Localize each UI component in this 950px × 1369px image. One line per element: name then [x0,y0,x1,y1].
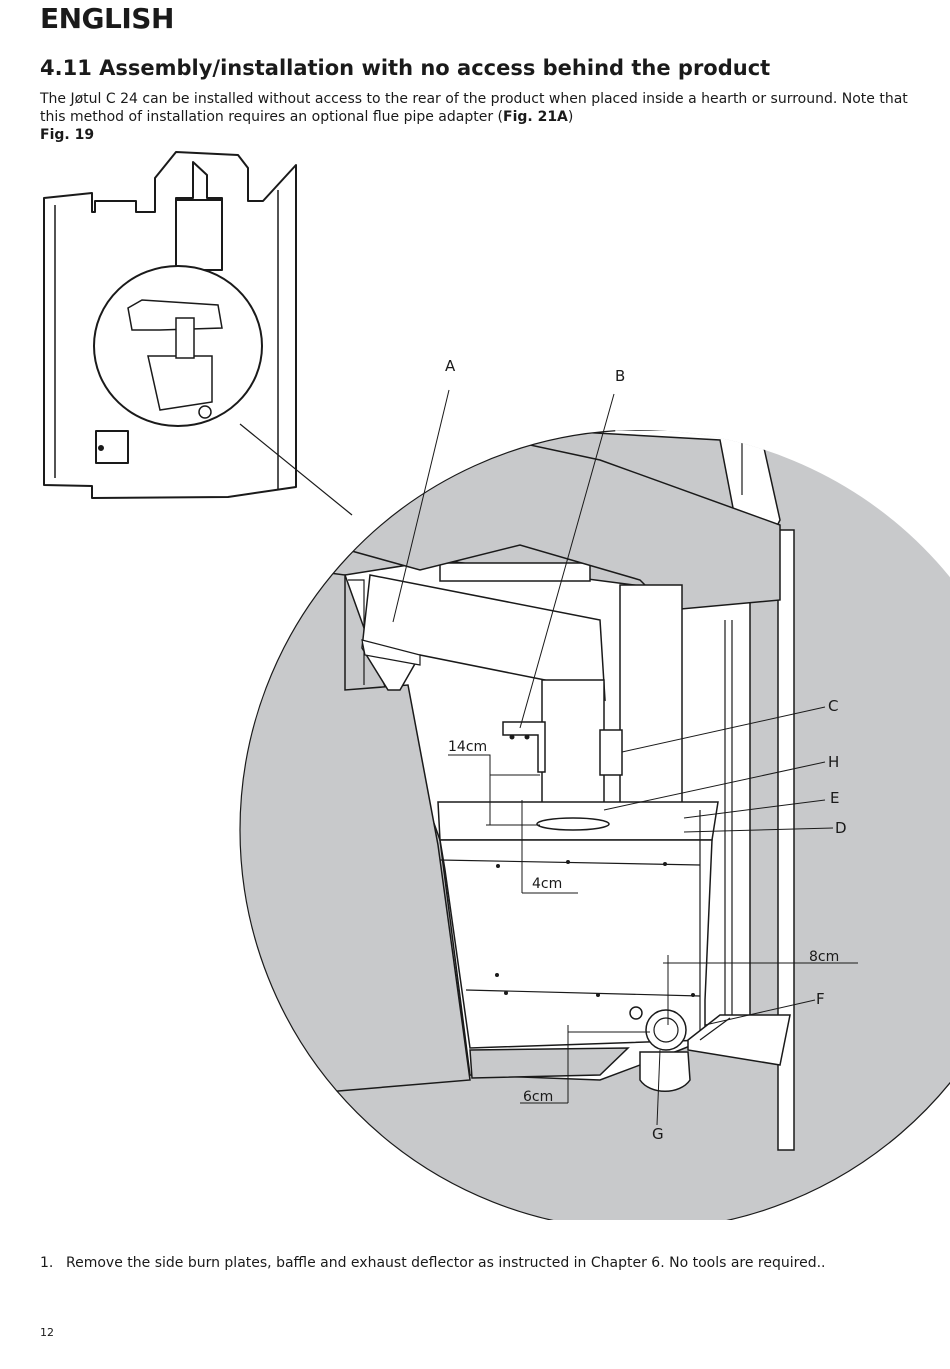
air-inlet-pipe [639,1051,691,1092]
dimension-6cm: 6cm [523,1089,553,1105]
intro-paragraph: The Jøtul C 24 can be installed without … [40,90,915,126]
figure-caption: Fig. 19 [40,127,95,143]
mini-hood [127,299,223,331]
pipe-right [619,584,683,811]
top-plate [439,562,591,582]
label-g: G [652,1125,664,1143]
stove-base [469,1047,630,1079]
mini-outlet [198,405,212,419]
label-a: A [445,357,456,375]
flue-box [175,199,223,271]
step-number: 1. [40,1255,54,1271]
magnifier [93,265,263,427]
mini-stove [147,355,213,411]
detail-view [240,430,950,1220]
wall-box-dot [98,445,104,451]
mini-pipe [175,317,195,359]
dimension-4cm: 4cm [532,876,562,892]
dimension-labels: 14cm 4cm 8cm 6cm [448,739,839,1105]
label-d: D [835,819,847,837]
dimension-14cm: 14cm [448,739,487,755]
installation-diagram: A B C H E D F G 14cm 4cm 8cm 6cm [43,151,950,1220]
figure-reference: Fig. 21A [503,109,568,125]
step-text: Remove the side burn plates, baffle and … [66,1255,826,1271]
label-f: F [816,990,825,1008]
label-c: C [828,697,838,715]
right-wall-strip [777,529,795,1151]
instruction-step: 1. Remove the side burn plates, baffle an… [40,1255,900,1271]
callout-labels: A B C H E D F G [445,357,847,1143]
language-header: ENGLISH [40,2,174,35]
bracket-b [502,721,546,773]
detail-circle-outline [239,429,950,1220]
dimension-8cm: 8cm [809,949,839,965]
section-heading: 4.11 Assembly/installation with no acces… [40,56,771,80]
label-h: H [828,753,839,771]
bracket-c [599,729,623,776]
leader-lines [392,389,834,1126]
label-e: E [830,789,839,807]
pipe-left [541,679,605,811]
label-b: B [615,367,625,385]
intro-text-1: The Jøtul C 24 can be installed without … [40,91,908,125]
callout-line [239,423,353,516]
dimension-lines [448,754,858,1104]
intro-text-2: ) [567,109,574,125]
hearth-sill [687,1014,791,1066]
page-number: 12 [40,1326,54,1339]
flue-opening [536,817,610,831]
